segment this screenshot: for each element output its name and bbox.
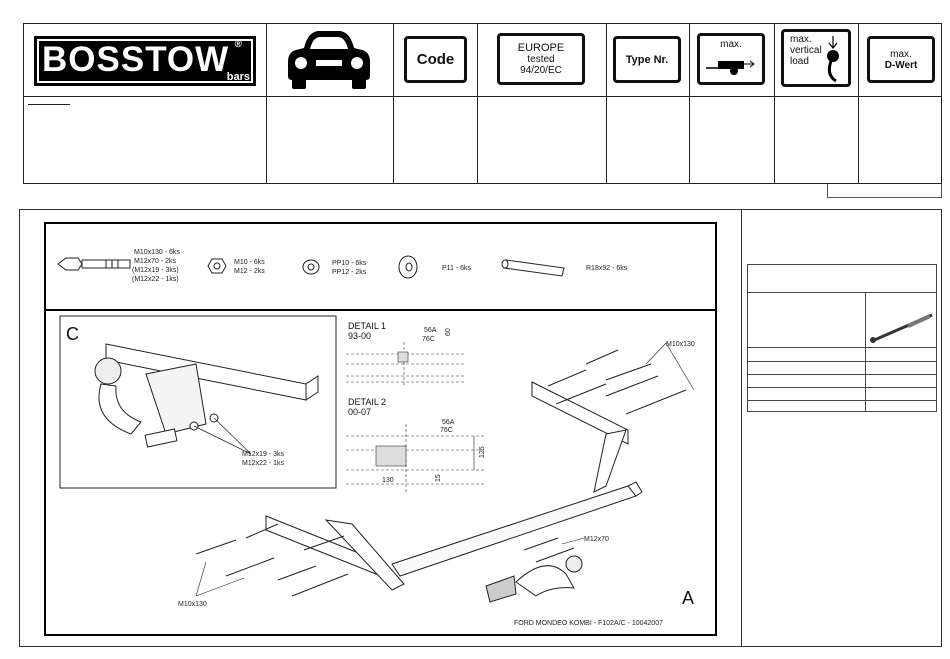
side-column-divider [741, 209, 742, 647]
europe-line2: tested [527, 53, 555, 65]
max-trailer-box: max. [697, 33, 765, 85]
column-divider [393, 24, 394, 183]
washer-spec-2: PP12 - 2ks [332, 269, 367, 276]
detail2-lines [346, 424, 486, 492]
header-table: BOSSTOW ® bars Code EUROPE tested 94/20/… [23, 23, 942, 184]
bolt-spec-2: M12x70 - 2ks [134, 258, 177, 265]
detail2-dim2: 15 [435, 474, 442, 482]
vertical-line1: max. [790, 34, 812, 45]
drawing-caption: FORD MONDEO KOMBI - F102A/C - 10042007 [514, 620, 663, 627]
view-a-label: A [682, 588, 694, 608]
dwert-line1: max. [890, 48, 912, 60]
type-number-box: Type Nr. [613, 36, 681, 83]
column-divider [477, 24, 478, 183]
pin-spec: R18x92 - 6ks [586, 265, 628, 272]
column-divider [774, 24, 775, 183]
detail-c-frame [59, 315, 337, 489]
car-front-icon [288, 31, 370, 89]
bolt-spec-1: M10x130 - 6ks [134, 249, 180, 256]
bolt-spec-4: (M12x22 - 1ks) [132, 276, 179, 283]
nut-spec-1: M10 - 6ks [234, 259, 265, 266]
bolt-icon [57, 257, 131, 271]
detail-c-bolt2: M12x22 - 1ks [242, 460, 285, 467]
vertical-line3: load [790, 56, 809, 67]
bosstow-logo: BOSSTOW ® bars [34, 36, 256, 86]
column-divider [606, 24, 607, 183]
washer-icon [302, 259, 320, 275]
label-m10x130-bottom: M10x130 [178, 601, 207, 608]
detail-c-label: C [66, 324, 79, 344]
nut-spec-2: M12 - 2ks [234, 268, 265, 275]
detail-c-bolt1: M12x19 - 3ks [242, 451, 285, 458]
torque-table [747, 264, 937, 412]
detail2-a: 56A [442, 419, 455, 426]
detail2-b: 76C [440, 427, 453, 434]
washer-spec-1: PP10 - 6ks [332, 260, 367, 267]
instruction-frame [19, 209, 942, 647]
logo-subtitle: bars [226, 71, 250, 83]
detail1-b: 76C [422, 336, 435, 343]
trailer-icon [706, 60, 755, 75]
towbar-assembly [195, 349, 687, 603]
header-row [24, 24, 941, 97]
column-divider [689, 24, 690, 183]
large-washer-icon [398, 255, 418, 279]
dwert-line2: D-Wert [884, 59, 918, 71]
washer-p-spec: P11 - 6ks [442, 265, 472, 272]
code-box: Code [404, 36, 467, 83]
code-label: Code [416, 51, 455, 68]
d-value-box: max. D-Wert [867, 36, 935, 83]
detail1-lines [346, 342, 466, 386]
detail1-sub: 93-00 [348, 331, 371, 341]
vertical-load-box: max. vertical load [781, 29, 851, 87]
detail2-title: DETAIL 2 [348, 397, 386, 407]
detail-c-drawing [94, 343, 319, 448]
detail1-dim: 60 [445, 328, 452, 336]
name-underline [28, 104, 70, 105]
logo-text: BOSSTOW [42, 40, 230, 79]
logo-registered: ® [234, 39, 242, 50]
detail2-sub: 00-07 [348, 407, 371, 417]
column-divider [858, 24, 859, 183]
detail1-a: 56A [424, 327, 437, 334]
header-tab [827, 184, 942, 198]
bolt-spec-3: (M12x19 - 3ks) [132, 267, 179, 274]
label-m10x130-top: M10x130 [666, 341, 695, 348]
type-label: Type Nr. [625, 53, 669, 66]
column-divider [266, 24, 267, 183]
spacer-tube-icon [501, 259, 565, 277]
detail1-title: DETAIL 1 [348, 321, 386, 331]
max-label: max. [720, 39, 742, 50]
towball-load-icon [827, 36, 839, 83]
torque-wrench-icon [870, 313, 933, 343]
vertical-line2: vertical [790, 45, 822, 56]
detail2-dim1: 125 [479, 446, 486, 458]
europe-tested-box: EUROPE tested 94/20/EC [497, 33, 585, 85]
detail2-dim3: 130 [382, 477, 394, 484]
label-m12x70: M12x70 [584, 536, 609, 543]
assembly-drawing: M10x130 - 6ks M12x70 - 2ks (M12x19 - 3ks… [44, 222, 717, 636]
nut-icon [207, 258, 227, 274]
europe-line3: 94/20/EC [520, 64, 562, 76]
europe-line1: EUROPE [517, 41, 565, 54]
